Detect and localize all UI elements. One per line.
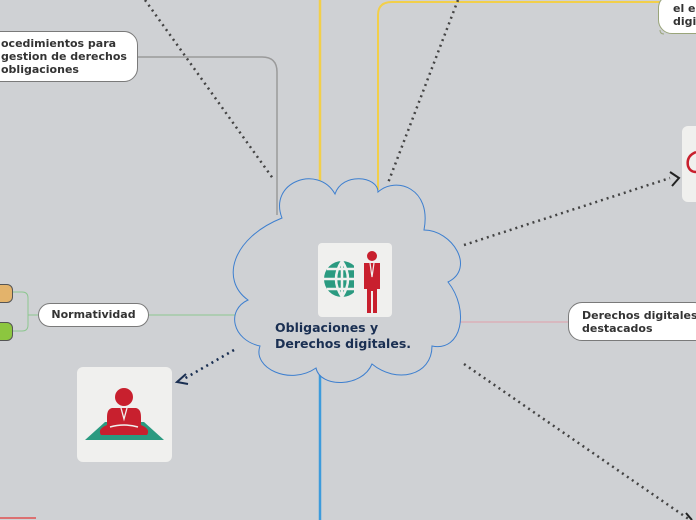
topic-normatividad-label: Normatividad (51, 308, 136, 321)
gray-branch (138, 56, 278, 215)
meditating-businessman-icon (85, 388, 164, 440)
globe-businessman-icon (324, 251, 380, 313)
topic-top-right-line2: digi (673, 15, 696, 28)
arrowhead-right (669, 171, 681, 187)
topic-procedimientos-line2: gestion de derechos (1, 50, 127, 63)
central-topic-title[interactable]: Obligaciones y Derechos digitales. (275, 320, 435, 352)
partial-red-icon (686, 150, 696, 174)
subtopic-orange-node[interactable] (0, 284, 13, 303)
yellow-branch-upper (377, 1, 680, 190)
topic-derechos-line1: Derechos digitales (582, 309, 696, 322)
arrowhead-left-image (174, 373, 189, 385)
central-title-line1: Obligaciones y (275, 320, 379, 335)
topic-derechos-line2: destacados (582, 322, 653, 335)
dotted-link-lower-right (463, 362, 691, 520)
central-title-line2: Derechos digitales. (275, 336, 412, 351)
topic-procedimientos-line1: ocedimientos para (1, 37, 117, 50)
dotted-link-upper-left (143, 0, 276, 181)
central-topic-icon[interactable] (318, 243, 392, 317)
olive-branch (659, 29, 665, 35)
image-node-right[interactable] (682, 126, 696, 202)
topic-derechos-destacados[interactable]: Derechos digitales destacados (568, 302, 696, 341)
subtopic-green-node[interactable] (0, 322, 13, 341)
dotted-link-upper-right (386, 0, 460, 184)
topic-top-right[interactable]: el en digi (658, 0, 696, 34)
dotted-link-right (463, 176, 671, 247)
green-subbranch (11, 291, 38, 332)
arrowhead-lower-right (685, 512, 693, 520)
dotted-link-left-image (181, 348, 235, 382)
topic-procedimientos-line3: obligaciones (1, 63, 79, 76)
topic-normatividad[interactable]: Normatividad (38, 303, 149, 327)
topic-top-right-line1: el en (673, 2, 696, 15)
image-node-meditation[interactable] (77, 367, 172, 462)
topic-procedimientos[interactable]: ocedimientos para gestion de derechos ob… (0, 31, 138, 82)
